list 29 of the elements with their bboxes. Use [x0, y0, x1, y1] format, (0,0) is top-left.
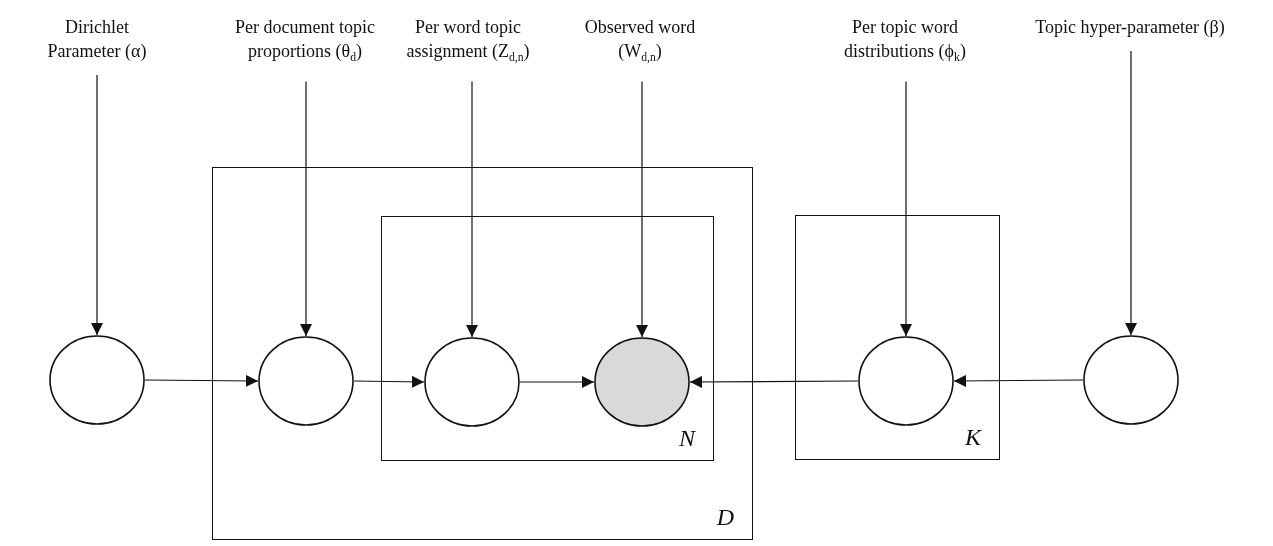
arrow [900, 80, 912, 337]
arrow [636, 80, 648, 338]
variable-circle [424, 337, 520, 427]
plate-label: D [716, 504, 734, 531]
arrow [519, 376, 595, 388]
arrow [689, 375, 859, 388]
parameter-label: Observed word (W$_{d,n}$) [575, 15, 705, 70]
arrow [144, 374, 259, 387]
arrow [1125, 50, 1137, 336]
plate-label: K [965, 424, 981, 451]
plate-label: N [679, 425, 695, 452]
arrow [353, 375, 425, 388]
parameter-label: Per word topic assignment (Z$_{d,n}$) [393, 15, 543, 70]
parameter-label: Topic hyper-parameter (β) [1035, 15, 1225, 39]
variable-circle [858, 336, 954, 426]
variable-circle [258, 336, 354, 426]
plate-box [381, 216, 714, 461]
parameter-label: Per topic word distributions (ϕ$_{k}$) [840, 15, 970, 70]
parameter-label: Dirichlet Parameter (α) [37, 15, 157, 63]
arrow [300, 80, 312, 337]
parameter-label: Per document topic proportions (θ$_{d}$) [235, 15, 375, 70]
arrow [91, 74, 103, 336]
arrow [953, 374, 1084, 387]
plate-box [795, 215, 1000, 460]
shaded-variable-circle [594, 337, 690, 427]
plate-box [212, 167, 753, 540]
arrow [466, 80, 478, 338]
variable-circle [1083, 335, 1179, 425]
variable-circle [49, 335, 145, 425]
